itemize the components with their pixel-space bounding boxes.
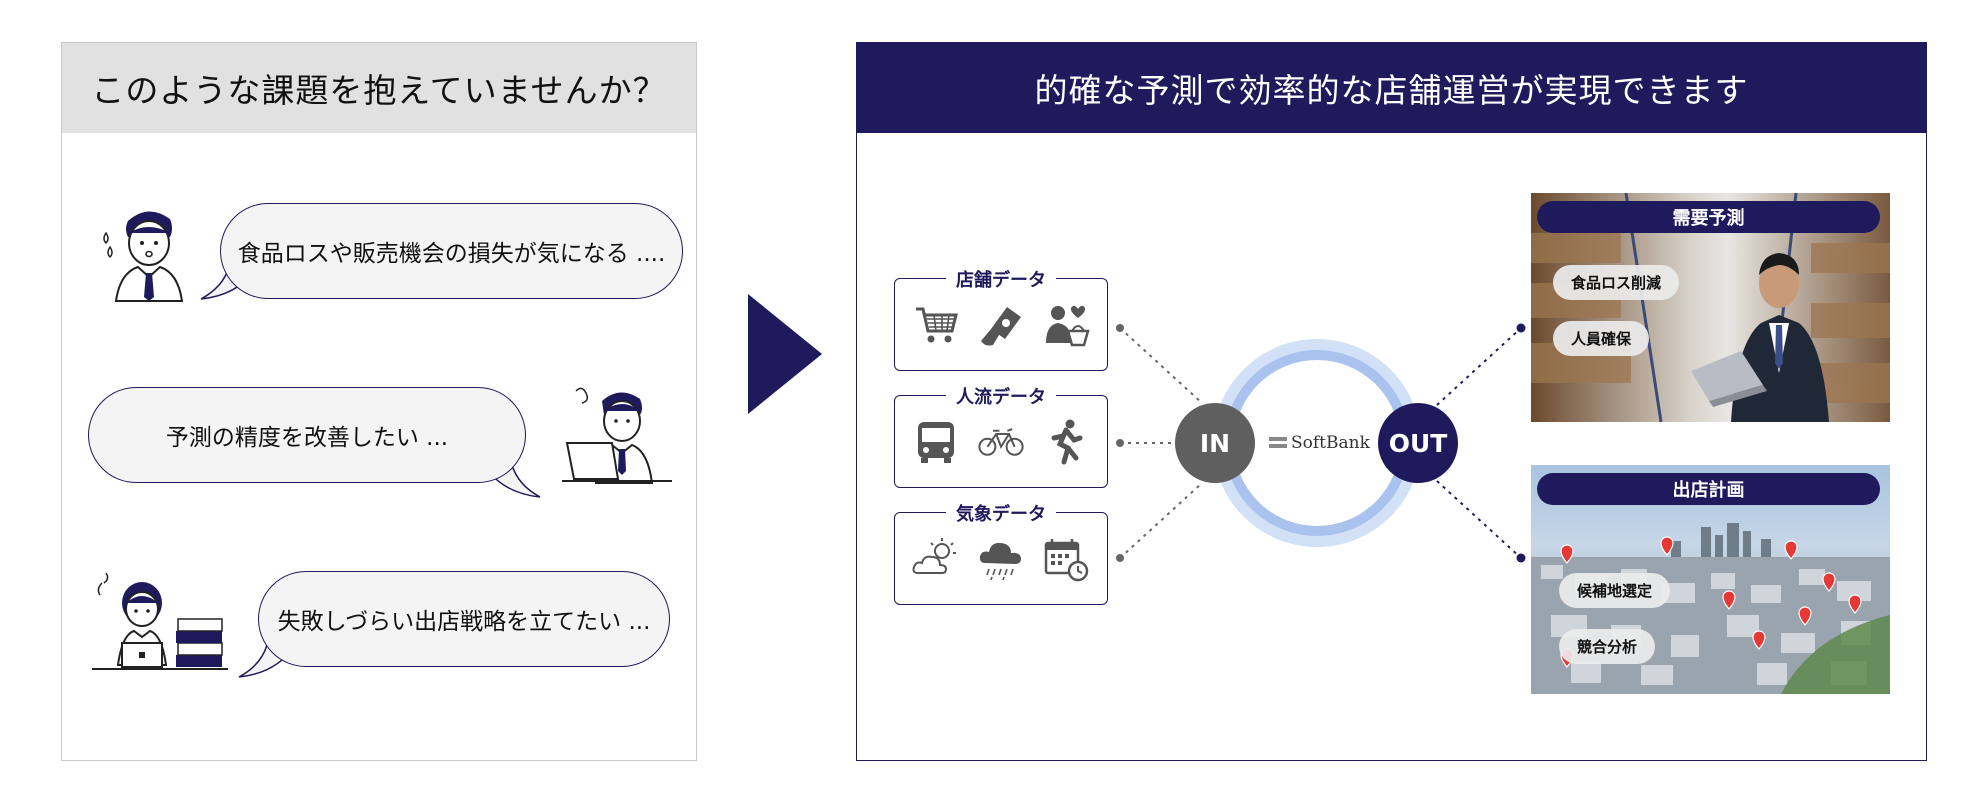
softbank-logo: SoftBank (1269, 433, 1370, 453)
bicycle-icon (978, 428, 1024, 456)
tag-site-selection: 候補地選定 (1559, 573, 1671, 608)
store-opening-plan-title: 出店計画 (1537, 473, 1880, 505)
tag-staffing: 人員確保 (1553, 321, 1650, 356)
transition-arrow-icon (748, 294, 822, 414)
cash-hand-icon (980, 307, 1021, 346)
challenge-bubble-food-loss: 食品ロスや販売機会の損失が気になる .... (220, 203, 683, 299)
city-aerial-photo (1531, 465, 1890, 694)
rain-cloud-icon (979, 542, 1021, 581)
shopping-cart-icon (915, 307, 958, 343)
challenges-panel: このような課題を抱えていませんか？ 食品ロスや販売機会の損失が気になる ....… (61, 42, 697, 761)
demand-forecast-card: 需要予測 食品ロス削減 人員確保 (1531, 193, 1890, 422)
solution-panel: 的確な予測で効率的な店舗運営が実現できます 店舗データ 人流データ (856, 42, 1927, 761)
solution-title: 的確な予測で効率的な店舗運営が実現できます (857, 43, 1926, 133)
people-flow-data-label: 人流データ (946, 383, 1056, 409)
bubble-text: 食品ロスや販売機会の損失が気になる .... (237, 241, 666, 267)
bus-icon (917, 422, 954, 463)
stressed-woman-desk-illustration (92, 573, 228, 670)
softbank-mark-icon (1269, 437, 1287, 448)
store-opening-plan-card: 出店計画 候補地選定 競合分析 (1531, 465, 1890, 694)
store-data-label: 店舗データ (946, 266, 1056, 292)
challenge-bubble-store-strategy: 失敗しづらい出店戦略を立てたい ... (258, 571, 670, 667)
sun-cloud-icon (912, 538, 956, 574)
demand-forecast-title: 需要予測 (1537, 201, 1880, 233)
weather-data-label: 気象データ (946, 500, 1056, 526)
challenge-bubble-forecast: 予測の精度を改善したい ... (88, 387, 526, 483)
thinking-man-laptop-illustration (562, 387, 672, 484)
tag-food-loss-reduction: 食品ロス削減 (1553, 265, 1680, 300)
bubble-text: 失敗しづらい出店戦略を立てたい ... (277, 609, 651, 635)
runner-icon (1051, 419, 1083, 465)
calendar-clock-icon (1045, 539, 1089, 582)
bubble-text: 予測の精度を改善したい ... (165, 425, 449, 451)
store-data-box: 店舗データ (894, 266, 1108, 371)
worried-man-illustration (103, 211, 184, 302)
input-node: IN (1175, 403, 1255, 483)
weather-data-box: 気象データ (894, 500, 1108, 605)
tag-competitor-analysis: 競合分析 (1559, 629, 1656, 664)
brand-name: SoftBank (1291, 433, 1370, 453)
shopper-basket-icon (1046, 305, 1090, 347)
people-flow-data-box: 人流データ (894, 383, 1108, 488)
output-node: OUT (1378, 403, 1458, 483)
challenges-title: このような課題を抱えていませんか？ (62, 43, 696, 133)
